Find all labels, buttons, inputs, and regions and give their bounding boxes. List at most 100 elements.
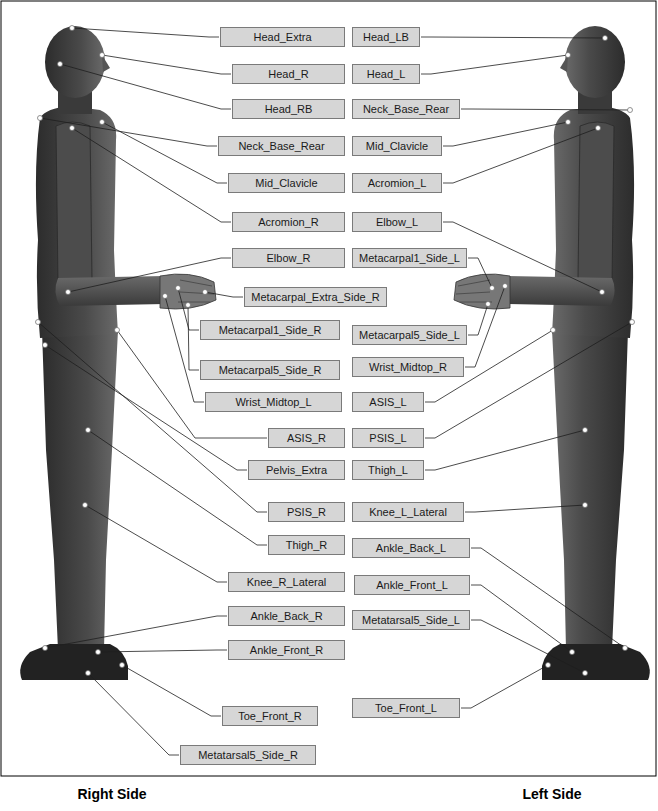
marker-dot (96, 650, 101, 655)
marker-dot (503, 284, 508, 289)
marker-dot (86, 671, 91, 676)
leader-line (102, 55, 231, 74)
marker-name: Head_LB (363, 30, 409, 44)
leader-line (471, 585, 572, 652)
marker-dot (70, 126, 75, 131)
marker-name: Metacarpal1_Side_L (359, 251, 460, 265)
marker-name: Mid_Clavicle (255, 176, 317, 190)
leader-lines (38, 28, 632, 755)
marker-dot (86, 428, 91, 433)
marker-name: ASIS_R (287, 431, 326, 445)
marker-dot (551, 328, 556, 333)
marker-dot (603, 36, 608, 41)
marker-label-box: Head_LB (352, 27, 420, 47)
marker-name: Metacarpal5_Side_L (359, 328, 460, 342)
marker-label-box: Metatarsal5_Side_R (180, 745, 316, 765)
marker-name: Neck_Base_Rear (363, 102, 449, 116)
view-label: Right Side (77, 786, 146, 802)
leader-line (471, 548, 625, 648)
diagram-frame (1, 1, 656, 776)
marker-label-box: Neck_Base_Rear (218, 136, 345, 156)
marker-name: Metacarpal5_Side_R (219, 363, 322, 377)
marker-label-box: Acromion_L (352, 173, 442, 193)
marker-dot (630, 320, 635, 325)
marker-name: ASIS_L (369, 395, 406, 409)
marker-name: Acromion_L (368, 176, 427, 190)
marker-dot (120, 663, 125, 668)
leader-line (468, 304, 488, 335)
marker-label-box: Head_L (352, 64, 420, 84)
marker-label-box: Knee_R_Lateral (228, 572, 345, 592)
right-side-figure (20, 26, 216, 680)
leader-line (85, 505, 227, 582)
leader-line (468, 258, 492, 288)
marker-dot (583, 428, 588, 433)
marker-label-box: Mid_Clavicle (228, 173, 345, 193)
marker-name: Ankle_Back_L (376, 541, 446, 555)
marker-dots (36, 26, 635, 676)
marker-name: Metatarsal5_Side_L (362, 613, 460, 627)
marker-dot (163, 294, 168, 299)
leader-line (165, 296, 204, 402)
marker-label-box: Neck_Base_Rear (352, 99, 460, 119)
marker-name: Metacarpal_Extra_Side_R (251, 290, 379, 304)
leader-line (88, 673, 179, 755)
leader-line (102, 122, 227, 183)
marker-label-box: Acromion_R (232, 212, 345, 232)
leader-line (421, 37, 605, 38)
marker-name: Wrist_Midtop_L (235, 395, 311, 409)
marker-dot (66, 290, 71, 295)
marker-dot (546, 663, 551, 668)
marker-label-box: Toe_Front_L (352, 698, 460, 718)
marker-dot (100, 53, 105, 58)
leader-line (443, 128, 598, 183)
marker-name: Ankle_Back_R (250, 609, 322, 623)
marker-dot (115, 328, 120, 333)
marker-name: Metatarsal5_Side_R (198, 748, 298, 762)
leader-line (68, 258, 231, 292)
marker-label-box: ASIS_L (352, 392, 424, 412)
marker-label-box: Head_RB (232, 99, 345, 119)
marker-dot (100, 120, 105, 125)
marker-label-box: PSIS_L (352, 428, 424, 448)
marker-label-box: Elbow_R (232, 248, 345, 268)
marker-name: Acromion_R (258, 215, 319, 229)
leader-line (88, 430, 267, 545)
marker-dot (36, 320, 41, 325)
marker-label-box: Head_Extra (220, 27, 345, 47)
marker-label-box: Metacarpal1_Side_L (352, 248, 467, 268)
marker-dot (70, 26, 75, 31)
leader-line (205, 292, 243, 297)
marker-dot (566, 120, 571, 125)
marker-name: Head_RB (265, 102, 313, 116)
marker-name: Knee_R_Lateral (247, 575, 327, 589)
marker-label-box: ASIS_R (268, 428, 345, 448)
marker-name: Wrist_Midtop_R (369, 360, 447, 374)
leader-line (465, 286, 505, 367)
marker-name: Elbow_R (266, 251, 310, 265)
marker-label-box: Thigh_R (268, 535, 345, 555)
marker-name: Neck_Base_Rear (238, 139, 324, 153)
marker-label-box: Wrist_Midtop_L (205, 392, 342, 412)
leader-line (471, 620, 585, 673)
marker-label-box: PSIS_R (268, 502, 345, 522)
marker-label-box: Thigh_L (352, 460, 424, 480)
leader-line (443, 122, 568, 146)
leader-line (465, 505, 585, 512)
marker-dot (83, 503, 88, 508)
marker-label-box: Head_R (232, 64, 345, 84)
marker-dot (583, 503, 588, 508)
marker-dot (186, 303, 191, 308)
leader-line (421, 55, 568, 74)
leader-line (60, 64, 231, 109)
leader-line (72, 28, 219, 37)
leader-line (188, 305, 199, 370)
marker-dot (203, 290, 208, 295)
marker-label-box: Ankle_Front_R (228, 640, 345, 660)
marker-name: Ankle_Front_R (250, 643, 323, 657)
marker-dot (596, 126, 601, 131)
marker-label-box: Metacarpal1_Side_R (200, 320, 340, 340)
marker-name: Thigh_R (286, 538, 328, 552)
marker-dot (570, 650, 575, 655)
leader-line (461, 109, 630, 110)
